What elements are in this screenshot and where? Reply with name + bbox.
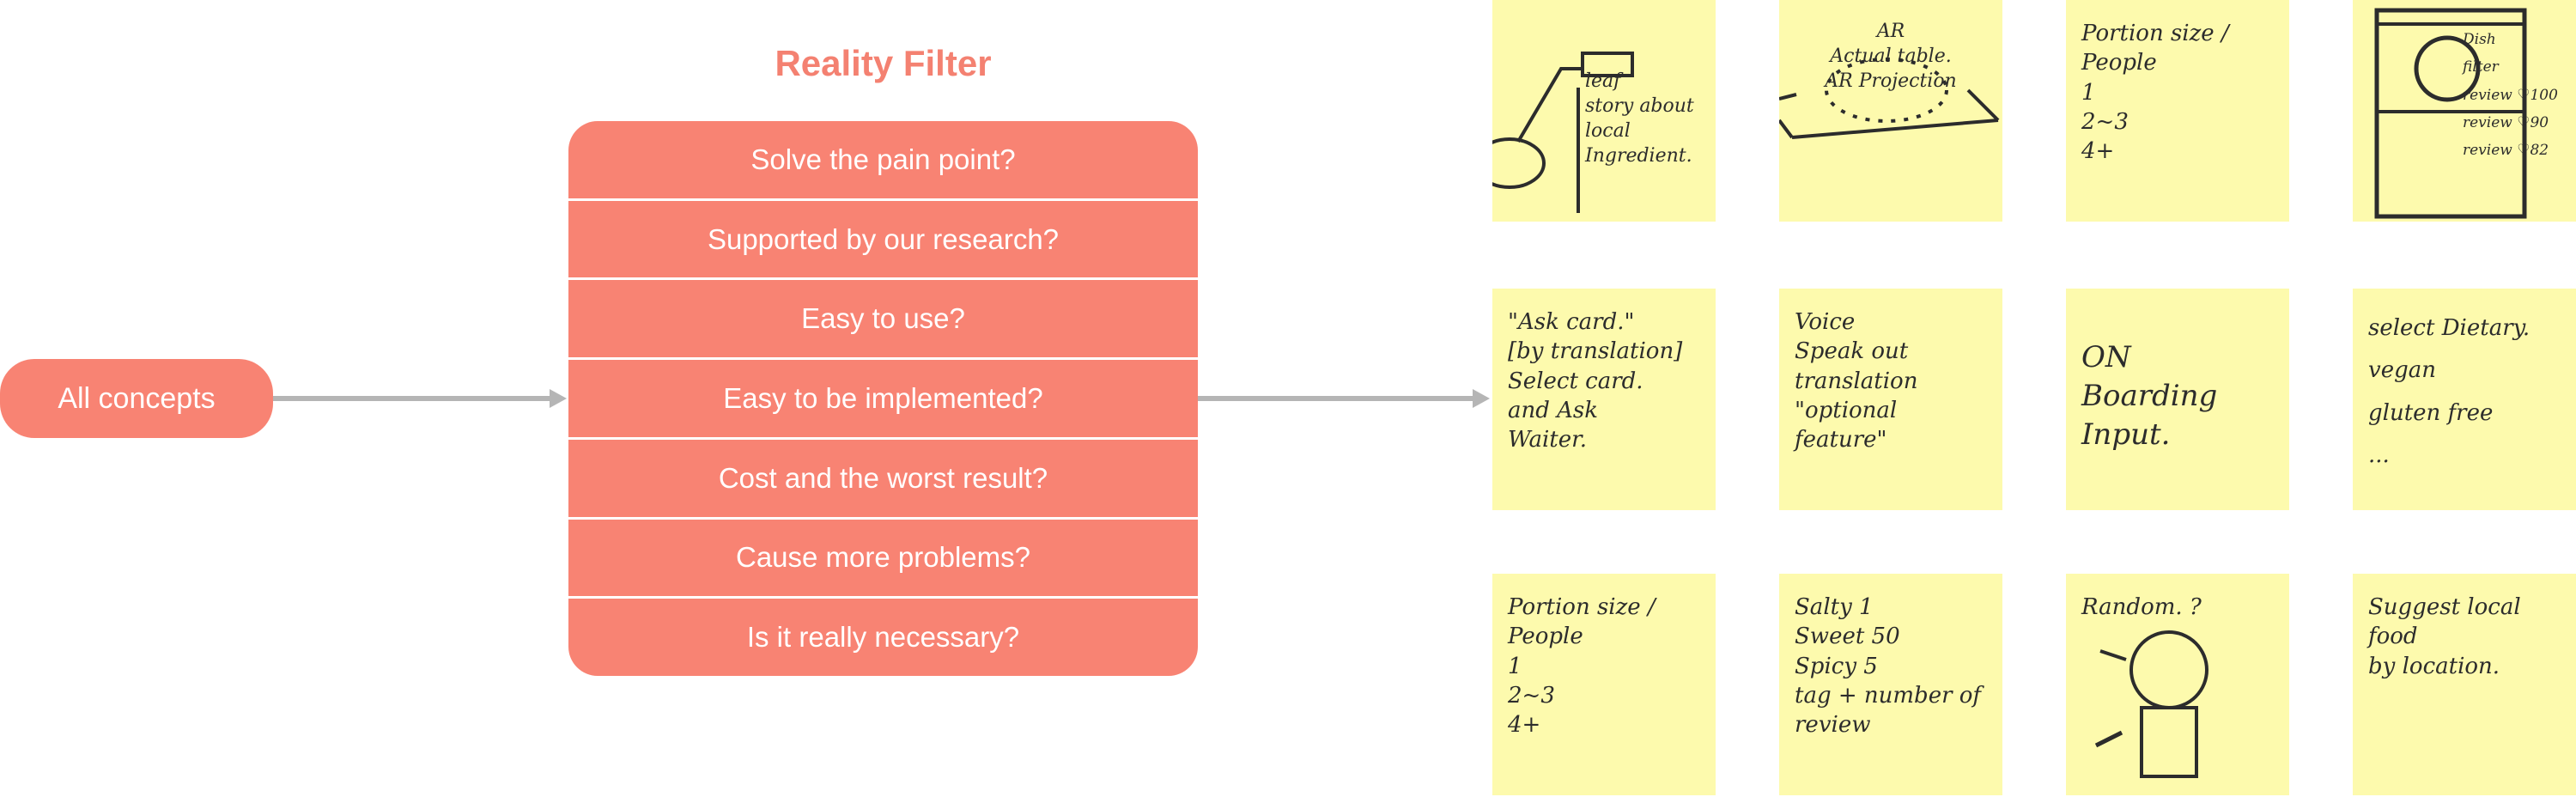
- arrowhead-icon: [550, 389, 567, 408]
- sticky-note-select-dietary: select Dietary. vegan gluten free ...: [2353, 289, 2576, 510]
- sticky-note-portion-size: Portion size / People 1 2~3 4+: [2066, 0, 2289, 222]
- sticky-note-portion-size-duplicate: Portion size / People 1 2~3 4+: [1492, 574, 1716, 795]
- filter-criterion: Supported by our research?: [568, 201, 1198, 281]
- sticky-note-ingredient-story: leaf story about local Ingredient.: [1492, 0, 1716, 222]
- ar-table-sketch-icon: [1779, 58, 2000, 139]
- note-text: Random. ?: [2081, 594, 2202, 620]
- plate-sketch-icon: [1492, 52, 1634, 213]
- note-text: Dish filter review ♡100 review ♡90 revie…: [2463, 31, 2558, 160]
- sticky-note-random-machine: Random. ?: [2066, 574, 2289, 795]
- note-text: "Ask card." [by translation] Select card…: [1508, 309, 1683, 453]
- filter-criterion: Cause more problems?: [568, 520, 1198, 599]
- note-text: select Dietary. vegan gluten free ...: [2368, 315, 2530, 469]
- filter-criterion: Solve the pain point?: [568, 121, 1198, 201]
- note-text: leaf story about local Ingredient.: [1585, 70, 1694, 167]
- all-concepts-label: All concepts: [58, 381, 216, 415]
- gumball-machine-sketch-icon: [2094, 630, 2208, 778]
- note-text: AR Actual table. AR Projection: [1825, 21, 1957, 93]
- arrowhead-icon: [1473, 389, 1490, 408]
- note-text: Portion size / People 1 2~3 4+: [1508, 594, 1656, 739]
- note-text: Salty 1 Sweet 50 Spicy 5 tag + number of…: [1795, 594, 1982, 739]
- sticky-note-suggest-local-food: Suggest local food by location.: [2353, 574, 2576, 795]
- all-concepts-node: All concepts: [0, 359, 273, 438]
- note-text: Portion size / People 1 2~3 4+: [2081, 21, 2229, 165]
- filter-criterion: Cost and the worst result?: [568, 440, 1198, 520]
- filter-criterion: Easy to be implemented?: [568, 360, 1198, 440]
- phone-wireframe-icon: [2374, 8, 2527, 219]
- sticky-note-ask-card: "Ask card." [by translation] Select card…: [1492, 289, 1716, 510]
- filter-title: Reality Filter: [775, 43, 992, 83]
- sticky-note-onboarding-input: ON Boarding Input.: [2066, 289, 2289, 510]
- sticky-note-voice-translation: Voice Speak out translation "optional fe…: [1779, 289, 2002, 510]
- reality-filter-box: Solve the pain point? Supported by our r…: [568, 121, 1198, 676]
- arrow-to-filter: [273, 389, 567, 408]
- sticky-note-ar-projection: AR Actual table. AR Projection: [1779, 0, 2002, 222]
- note-text: Voice Speak out translation "optional fe…: [1795, 309, 1918, 453]
- sticky-note-taste-tags: Salty 1 Sweet 50 Spicy 5 tag + number of…: [1779, 574, 2002, 795]
- filter-criterion: Is it really necessary?: [746, 621, 1020, 654]
- note-text: Suggest local food by location.: [2368, 594, 2521, 679]
- note-text: ON Boarding Input.: [2081, 340, 2218, 452]
- arrow-to-concepts: [1198, 389, 1490, 408]
- sticky-note-dish-review: Dish filter review ♡100 review ♡90 revie…: [2353, 0, 2576, 222]
- filter-criterion: Easy to use?: [568, 280, 1198, 361]
